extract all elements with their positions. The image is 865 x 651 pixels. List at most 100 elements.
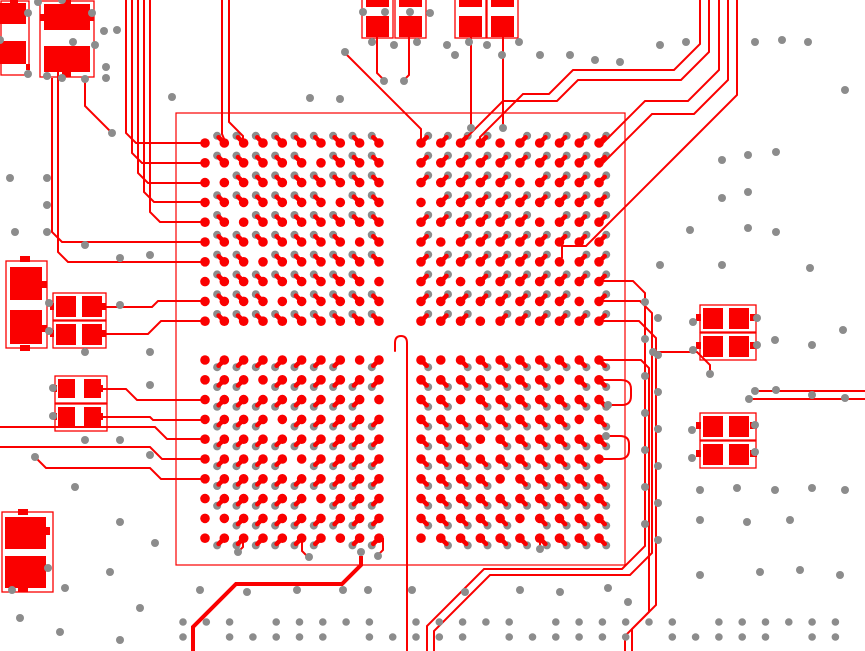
bga-pad[interactable] xyxy=(277,237,288,247)
via[interactable] xyxy=(272,633,281,641)
bga-pad[interactable] xyxy=(335,414,346,425)
bga-pad[interactable] xyxy=(316,474,326,484)
bga-pad[interactable] xyxy=(455,296,466,307)
via[interactable] xyxy=(556,588,564,596)
bga-pad[interactable] xyxy=(316,217,326,227)
bga-pad[interactable] xyxy=(515,158,525,168)
copper-trace[interactable] xyxy=(404,36,410,80)
via[interactable] xyxy=(458,618,467,626)
via[interactable] xyxy=(49,412,57,420)
bga-pad[interactable] xyxy=(354,257,365,267)
bga-pad[interactable] xyxy=(258,177,268,188)
smd-pad[interactable] xyxy=(729,416,749,437)
bga-pad[interactable] xyxy=(554,474,565,484)
bga-pad[interactable] xyxy=(534,177,545,188)
bga-pad[interactable] xyxy=(277,454,288,464)
bga-pad[interactable] xyxy=(335,177,346,188)
bga-pad[interactable] xyxy=(435,296,446,307)
via[interactable] xyxy=(202,618,211,626)
bga-pad[interactable] xyxy=(515,394,525,405)
copper-trace[interactable] xyxy=(228,0,244,141)
copper-trace[interactable] xyxy=(378,538,384,555)
bga-pad[interactable] xyxy=(534,217,545,227)
via[interactable] xyxy=(645,618,653,626)
bga-pad[interactable] xyxy=(534,257,545,267)
via[interactable] xyxy=(641,372,649,380)
via[interactable] xyxy=(293,586,301,594)
bga-pad[interactable] xyxy=(455,414,466,425)
bga-pad[interactable] xyxy=(534,454,545,464)
bga-pad[interactable] xyxy=(574,434,585,445)
bga-pad[interactable] xyxy=(475,533,486,543)
bga-pad[interactable] xyxy=(515,493,525,504)
bga-pad[interactable] xyxy=(354,276,365,287)
bga-pad[interactable] xyxy=(416,513,426,524)
bga-pad[interactable] xyxy=(277,316,288,327)
via[interactable] xyxy=(365,618,374,626)
bga-pad[interactable] xyxy=(515,296,525,307)
smd-pad[interactable] xyxy=(10,267,42,300)
bga-pad[interactable] xyxy=(515,434,525,445)
bga-pad[interactable] xyxy=(200,316,210,327)
bga-pad[interactable] xyxy=(316,414,326,425)
via[interactable] xyxy=(804,38,812,46)
bga-pad[interactable] xyxy=(219,434,230,445)
bga-pad[interactable] xyxy=(435,355,446,365)
bga-pad[interactable] xyxy=(296,355,307,365)
bga-pad[interactable] xyxy=(594,316,604,327)
via[interactable] xyxy=(718,261,726,269)
bga-pad[interactable] xyxy=(374,493,384,504)
bga-pad[interactable] xyxy=(475,394,486,405)
smd-pad[interactable] xyxy=(5,556,46,588)
bga-pad[interactable] xyxy=(416,197,426,208)
via[interactable] xyxy=(146,451,154,459)
via[interactable] xyxy=(81,241,89,249)
smd-pad[interactable] xyxy=(399,16,422,37)
bga-pad[interactable] xyxy=(316,394,326,405)
via[interactable] xyxy=(536,51,544,59)
via[interactable] xyxy=(738,618,746,626)
bga-pad[interactable] xyxy=(475,158,486,168)
bga-pad[interactable] xyxy=(475,138,486,148)
via[interactable] xyxy=(831,633,840,641)
bga-pad[interactable] xyxy=(354,513,365,524)
via[interactable] xyxy=(341,48,349,56)
copper-trace[interactable] xyxy=(602,0,729,164)
bga-pad[interactable] xyxy=(200,138,210,148)
via[interactable] xyxy=(381,8,389,16)
bga-pad[interactable] xyxy=(200,375,210,385)
bga-pad[interactable] xyxy=(296,375,307,385)
bga-pad[interactable] xyxy=(277,414,288,425)
bga-pad[interactable] xyxy=(374,375,384,385)
via[interactable] xyxy=(656,41,664,49)
bga-pad[interactable] xyxy=(219,533,230,543)
bga-pad[interactable] xyxy=(455,158,466,168)
bga-pad[interactable] xyxy=(455,237,466,247)
bga-pad[interactable] xyxy=(374,296,384,307)
bga-pad[interactable] xyxy=(554,296,565,307)
via[interactable] xyxy=(412,618,420,626)
bga-pad[interactable] xyxy=(475,474,486,484)
bga-pad[interactable] xyxy=(219,158,230,168)
bga-pad[interactable] xyxy=(455,375,466,385)
bga-pad[interactable] xyxy=(200,434,210,445)
via[interactable] xyxy=(24,70,32,78)
bga-pad[interactable] xyxy=(495,217,505,227)
via[interactable] xyxy=(624,598,632,606)
bga-pad[interactable] xyxy=(554,414,565,425)
copper-trace[interactable] xyxy=(479,0,701,141)
bga-pad[interactable] xyxy=(495,454,505,464)
bga-pad[interactable] xyxy=(455,513,466,524)
bga-pad[interactable] xyxy=(515,355,525,365)
bga-pad[interactable] xyxy=(219,276,230,287)
bga-pad[interactable] xyxy=(554,375,565,385)
via[interactable] xyxy=(641,335,649,343)
bga-pad[interactable] xyxy=(277,197,288,208)
bga-pad[interactable] xyxy=(534,414,545,425)
bga-pad[interactable] xyxy=(258,237,268,247)
bga-pad[interactable] xyxy=(296,513,307,524)
via[interactable] xyxy=(696,486,704,494)
bga-pad[interactable] xyxy=(238,375,249,385)
bga-pad[interactable] xyxy=(200,474,210,484)
via[interactable] xyxy=(744,224,752,232)
